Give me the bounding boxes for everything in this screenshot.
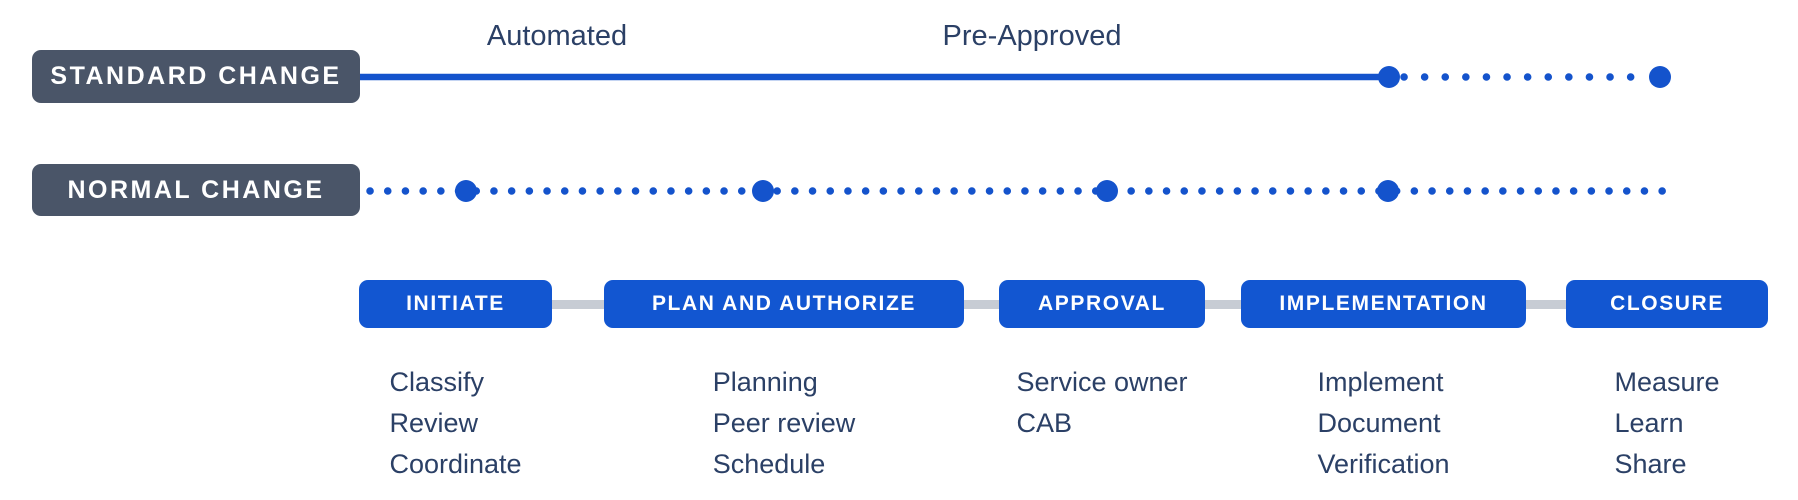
standard-change-milestone-dot xyxy=(1649,66,1671,88)
pre-approved-label: Pre-Approved xyxy=(942,20,1122,52)
normal-change-label: NORMAL CHANGE xyxy=(67,175,325,204)
stage-activity-item: Implement xyxy=(1317,367,1444,397)
stage-label: INITIATE xyxy=(406,292,505,315)
stage-activity-item: Review xyxy=(389,408,478,438)
stage-activity-item: Share xyxy=(1614,449,1687,479)
standard-change-milestone-dot xyxy=(1378,66,1400,88)
stage-activity-item: Classify xyxy=(389,367,484,397)
normal-change-milestone-dot xyxy=(1096,180,1118,202)
stage-label: CLOSURE xyxy=(1610,292,1724,315)
stage-box-approval: APPROVAL xyxy=(999,280,1205,328)
stage-activity-item: Schedule xyxy=(712,449,826,479)
stage-label: APPROVAL xyxy=(1038,292,1166,315)
stage-label: PLAN AND AUTHORIZE xyxy=(651,292,917,315)
stage-activity-item: Learn xyxy=(1614,408,1684,438)
stage-label: IMPLEMENTATION xyxy=(1279,292,1488,315)
stage-activity-item: Verification xyxy=(1317,449,1450,479)
normal-change-badge: NORMAL CHANGE xyxy=(32,164,360,216)
normal-change-milestone-dot xyxy=(1377,180,1399,202)
stage-box-initiate: INITIATE xyxy=(359,280,552,328)
standard-change-label: STANDARD CHANGE xyxy=(50,62,342,90)
automated-label: Automated xyxy=(486,20,628,52)
stage-box-closure: CLOSURE xyxy=(1566,280,1768,328)
standard-change-badge: STANDARD CHANGE xyxy=(32,50,360,103)
stage-activity-item: Document xyxy=(1317,408,1441,438)
normal-change-milestone-dot xyxy=(455,180,477,202)
stage-activity-item: Service owner xyxy=(1016,367,1188,397)
stage-activity-item: Planning xyxy=(712,367,818,397)
stage-box-implementation: IMPLEMENTATION xyxy=(1241,280,1526,328)
stage-activity-item: Coordinate xyxy=(389,449,522,479)
stage-activity-item: Measure xyxy=(1614,367,1720,397)
normal-change-milestone-dot xyxy=(752,180,774,202)
stage-activity-item: Peer review xyxy=(712,408,856,438)
stage-activity-item: CAB xyxy=(1016,408,1072,438)
stage-box-plan-and-authorize: PLAN AND AUTHORIZE xyxy=(604,280,964,328)
